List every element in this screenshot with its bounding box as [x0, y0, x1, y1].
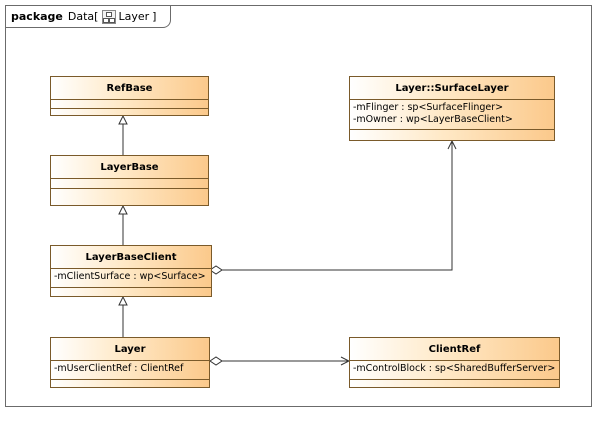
attribute: -mClientSurface : wp<Surface> [54, 271, 206, 282]
package-frame-label: package Data [ Layer ] [6, 6, 172, 28]
class-layer[interactable]: Layer -mUserClientRef : ClientRef [50, 337, 210, 388]
generalization-arrowhead [118, 204, 128, 215]
attribute-compartment: -mFlinger : sp<SurfaceFlinger> -mOwner :… [350, 100, 554, 130]
aggregation-diamond [209, 356, 223, 366]
class-diagram-icon [102, 9, 117, 24]
attribute-compartment: -mClientSurface : wp<Surface> [51, 269, 211, 288]
class-layerbaseclient[interactable]: LayerBaseClient -mClientSurface : wp<Sur… [50, 245, 212, 297]
diagram-name: Layer [118, 10, 150, 23]
attribute-compartment: -mControlBlock : sp<SharedBufferServer> [350, 361, 559, 380]
attribute: -mControlBlock : sp<SharedBufferServer> [353, 363, 556, 374]
class-refbase[interactable]: RefBase [50, 76, 209, 116]
class-surfacelayer[interactable]: Layer::SurfaceLayer -mFlinger : sp<Surfa… [349, 76, 555, 141]
attribute-compartment: -mUserClientRef : ClientRef [51, 361, 209, 380]
attribute-compartment [51, 100, 208, 109]
class-name: Layer [51, 338, 209, 361]
package-name: Data [67, 10, 95, 23]
aggregation-layerbaseclient-surfacelayer [222, 141, 452, 271]
attribute-compartment [51, 179, 208, 189]
generalization-arrowhead [118, 295, 128, 306]
attribute: -mUserClientRef : ClientRef [54, 363, 184, 374]
attribute: -mOwner : wp<LayerBaseClient> [353, 114, 513, 125]
package-frame: package Data [ Layer ] [5, 5, 592, 407]
generalization-arrowhead [118, 114, 128, 125]
class-name: RefBase [51, 77, 208, 100]
class-name: ClientRef [350, 338, 559, 361]
class-layerbase[interactable]: LayerBase [50, 155, 209, 206]
frame-keyword: package [11, 10, 63, 23]
bracket-close: ] [152, 10, 157, 23]
class-name: Layer::SurfaceLayer [350, 77, 554, 100]
bracket-open: [ [94, 10, 99, 23]
class-name: LayerBaseClient [51, 246, 211, 269]
class-name: LayerBase [51, 156, 208, 179]
class-clientref[interactable]: ClientRef -mControlBlock : sp<SharedBuff… [349, 337, 560, 388]
attribute: -mFlinger : sp<SurfaceFlinger> [353, 102, 504, 113]
